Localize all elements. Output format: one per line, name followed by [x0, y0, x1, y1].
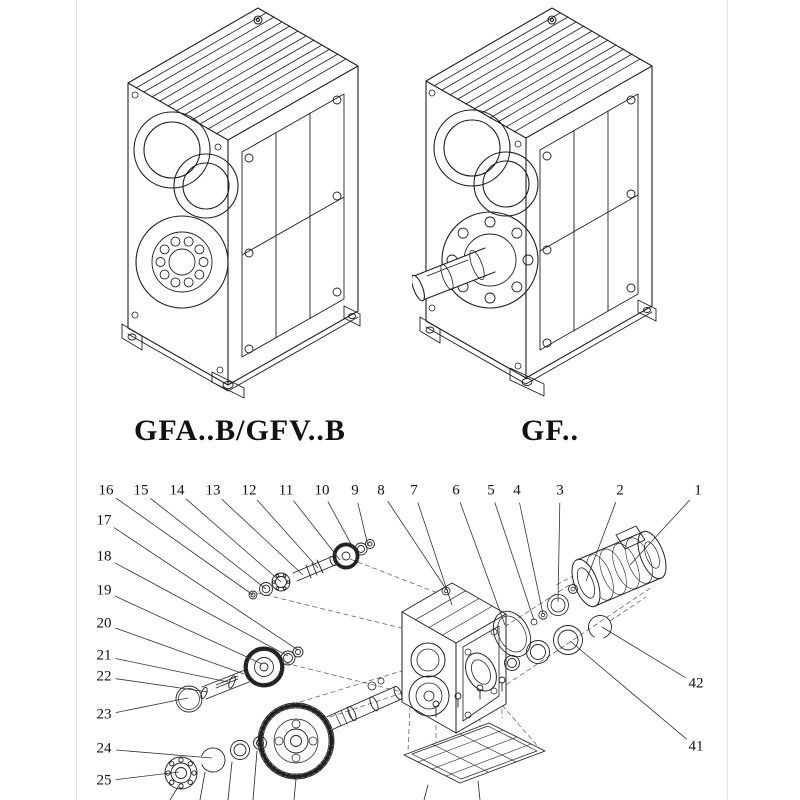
mounting-feet [121, 305, 361, 399]
leader-line-23 [115, 697, 189, 713]
leader-line-16 [115, 497, 254, 596]
leader-line-42 [601, 626, 686, 679]
gearbox-drawing-solid-shaft [412, 7, 657, 397]
cropped-bottom-leaders [169, 750, 481, 800]
leader-line-17 [113, 527, 299, 651]
cooling-fins [433, 12, 641, 133]
leader-line-14 [185, 498, 282, 583]
mounting-feet [419, 299, 657, 397]
leader-line-7 [417, 502, 453, 606]
input-shaft-assembly [248, 539, 375, 600]
intermediate-shaft-assembly [175, 646, 304, 713]
gearbox-drawing-hollow-shaft [121, 7, 361, 399]
leader-line-10 [327, 501, 357, 554]
leader-line-24 [115, 749, 213, 759]
motor [568, 525, 667, 608]
leader-line-9 [357, 502, 369, 547]
housing-bolts [428, 89, 522, 370]
leader-line-1 [629, 499, 691, 566]
leader-lines [113, 497, 691, 780]
leader-line-22 [115, 678, 209, 693]
leader-line-25 [115, 771, 180, 780]
input-bores [133, 111, 239, 219]
output-shaft [412, 247, 496, 302]
exploded-parts-drawing [113, 497, 691, 800]
leader-line-18 [114, 562, 289, 657]
input-bores [433, 109, 539, 217]
leader-line-2 [585, 502, 617, 582]
leader-line-6 [459, 502, 506, 626]
leader-line-5 [494, 502, 535, 621]
leader-line-4 [519, 502, 544, 615]
gear-housing [401, 582, 507, 734]
cover-plate [403, 676, 546, 784]
leader-line-13 [221, 498, 304, 576]
leader-line-41 [569, 640, 688, 740]
side-panel [241, 93, 345, 358]
page-left-edge [76, 0, 77, 800]
hollow-shaft-bearing-boss [135, 215, 229, 309]
leader-line-15 [150, 498, 267, 590]
leader-line-19 [114, 595, 263, 665]
leader-line-8 [387, 500, 447, 590]
cooling-fins [135, 12, 347, 135]
housing-bolts [131, 91, 224, 374]
leader-line-21 [115, 658, 229, 683]
leader-line-12 [256, 499, 319, 569]
side-panel [539, 93, 639, 351]
page-right-edge [727, 0, 728, 800]
output-shaft-assembly [164, 677, 403, 790]
leader-line-20 [115, 627, 245, 675]
figure-caption-gf: GF.. [521, 414, 579, 447]
figure-caption-gfab: GFA..B/GFV..B [134, 414, 346, 447]
output-bearing-rings [504, 615, 612, 671]
leader-line-3 [557, 502, 561, 603]
flange-gasket [492, 610, 532, 658]
leader-line-11 [293, 500, 341, 561]
